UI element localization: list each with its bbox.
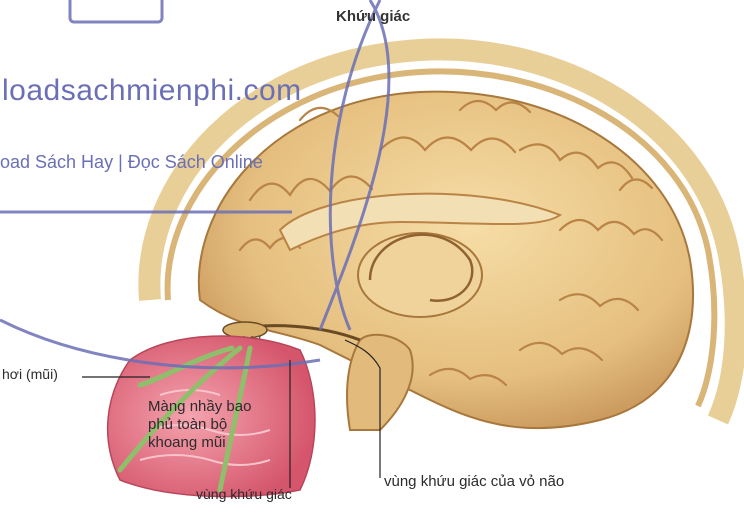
label-mucosa: Màng nhầy bao phủ toàn bộ khoang mũi <box>148 398 298 452</box>
watermark-tagline: oad Sách Hay | Đọc Sách Online <box>0 152 263 173</box>
label-mucosa-line3: khoang mũi <box>148 434 298 452</box>
label-nose-air: hơi (mũi) <box>2 366 58 382</box>
thalamus <box>358 233 482 317</box>
label-olfactory-cortex: vùng khứu giác của vỏ não <box>384 473 564 490</box>
label-olfactory-region: vùng khứu giác <box>196 486 292 502</box>
label-mucosa-line2: phủ toàn bộ <box>148 416 298 434</box>
diagram-title: Khứu giác <box>336 8 410 25</box>
label-mucosa-line1: Màng nhầy bao <box>148 398 298 416</box>
watermark-site: loadsachmienphi.com <box>2 74 302 108</box>
